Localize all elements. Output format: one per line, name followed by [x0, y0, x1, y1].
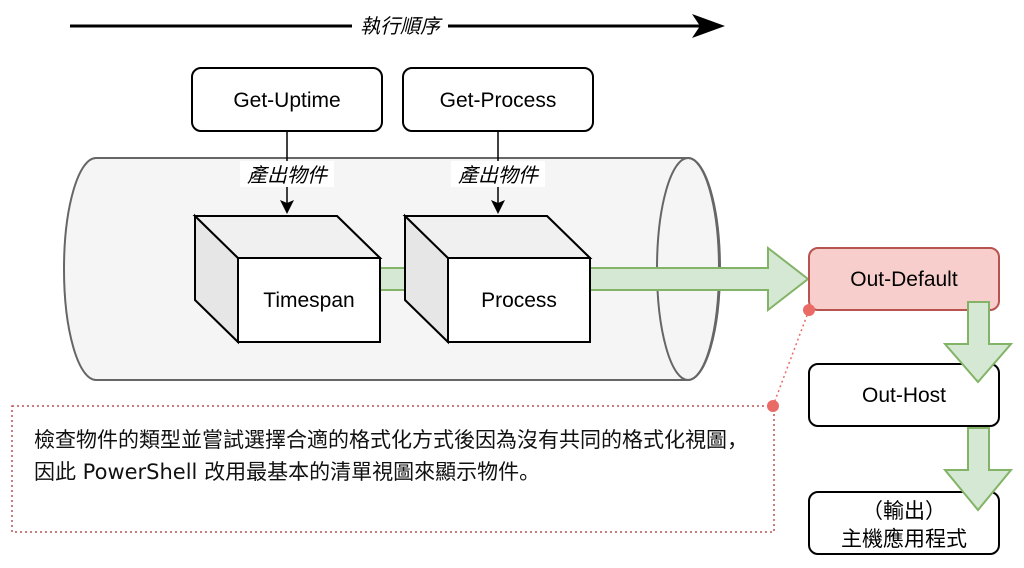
flow-arrow-to-host-app: [942, 427, 1014, 512]
edge-uptime-to-timespan: 產出物件: [240, 131, 334, 214]
note-connector: [772, 309, 810, 407]
edge-process-to-process: 產出物件: [451, 131, 545, 214]
out-host-box[interactable]: Out-Host: [808, 363, 1000, 427]
connector-dot: [803, 304, 815, 316]
note-callout: [11, 304, 815, 533]
flow-arrow-to-out-default: [587, 245, 810, 313]
timeline-label: 執行順序: [360, 16, 443, 38]
edge-label: 產出物件: [247, 165, 329, 187]
object-label: Process: [481, 289, 557, 312]
object-label: Timespan: [263, 289, 354, 312]
connector-dot: [767, 400, 779, 412]
out-default-label: Out-Default: [850, 268, 958, 291]
flow-connector: [379, 267, 407, 291]
out-host-label: Out-Host: [862, 384, 946, 407]
arrowhead-icon: [692, 14, 725, 38]
arrowhead-icon: [280, 200, 294, 214]
host-app-line1: （輸出）: [862, 500, 946, 523]
edge-label: 產出物件: [458, 165, 540, 187]
arrowhead-icon: [491, 200, 505, 214]
host-application-box[interactable]: （輸出） 主機應用程式: [808, 491, 1000, 555]
source-get-process[interactable]: Get-Process: [402, 67, 594, 132]
source-label: Get-Uptime: [233, 89, 340, 112]
host-app-line2: 主機應用程式: [841, 527, 967, 551]
source-label: Get-Process: [440, 89, 557, 112]
note-text: 檢查物件的類型並嘗試選擇合適的格式化方式後因為沒有共同的格式化視圖，因此 Pow…: [34, 428, 748, 484]
object-timespan-cube[interactable]: Timespan: [192, 213, 383, 345]
source-get-uptime[interactable]: Get-Uptime: [191, 67, 383, 132]
flow-arrow-to-out-host: [942, 301, 1014, 384]
timeline-arrow: 執行順序: [70, 12, 725, 40]
out-default-box[interactable]: Out-Default: [808, 247, 1000, 311]
object-process-cube[interactable]: Process: [402, 213, 593, 345]
